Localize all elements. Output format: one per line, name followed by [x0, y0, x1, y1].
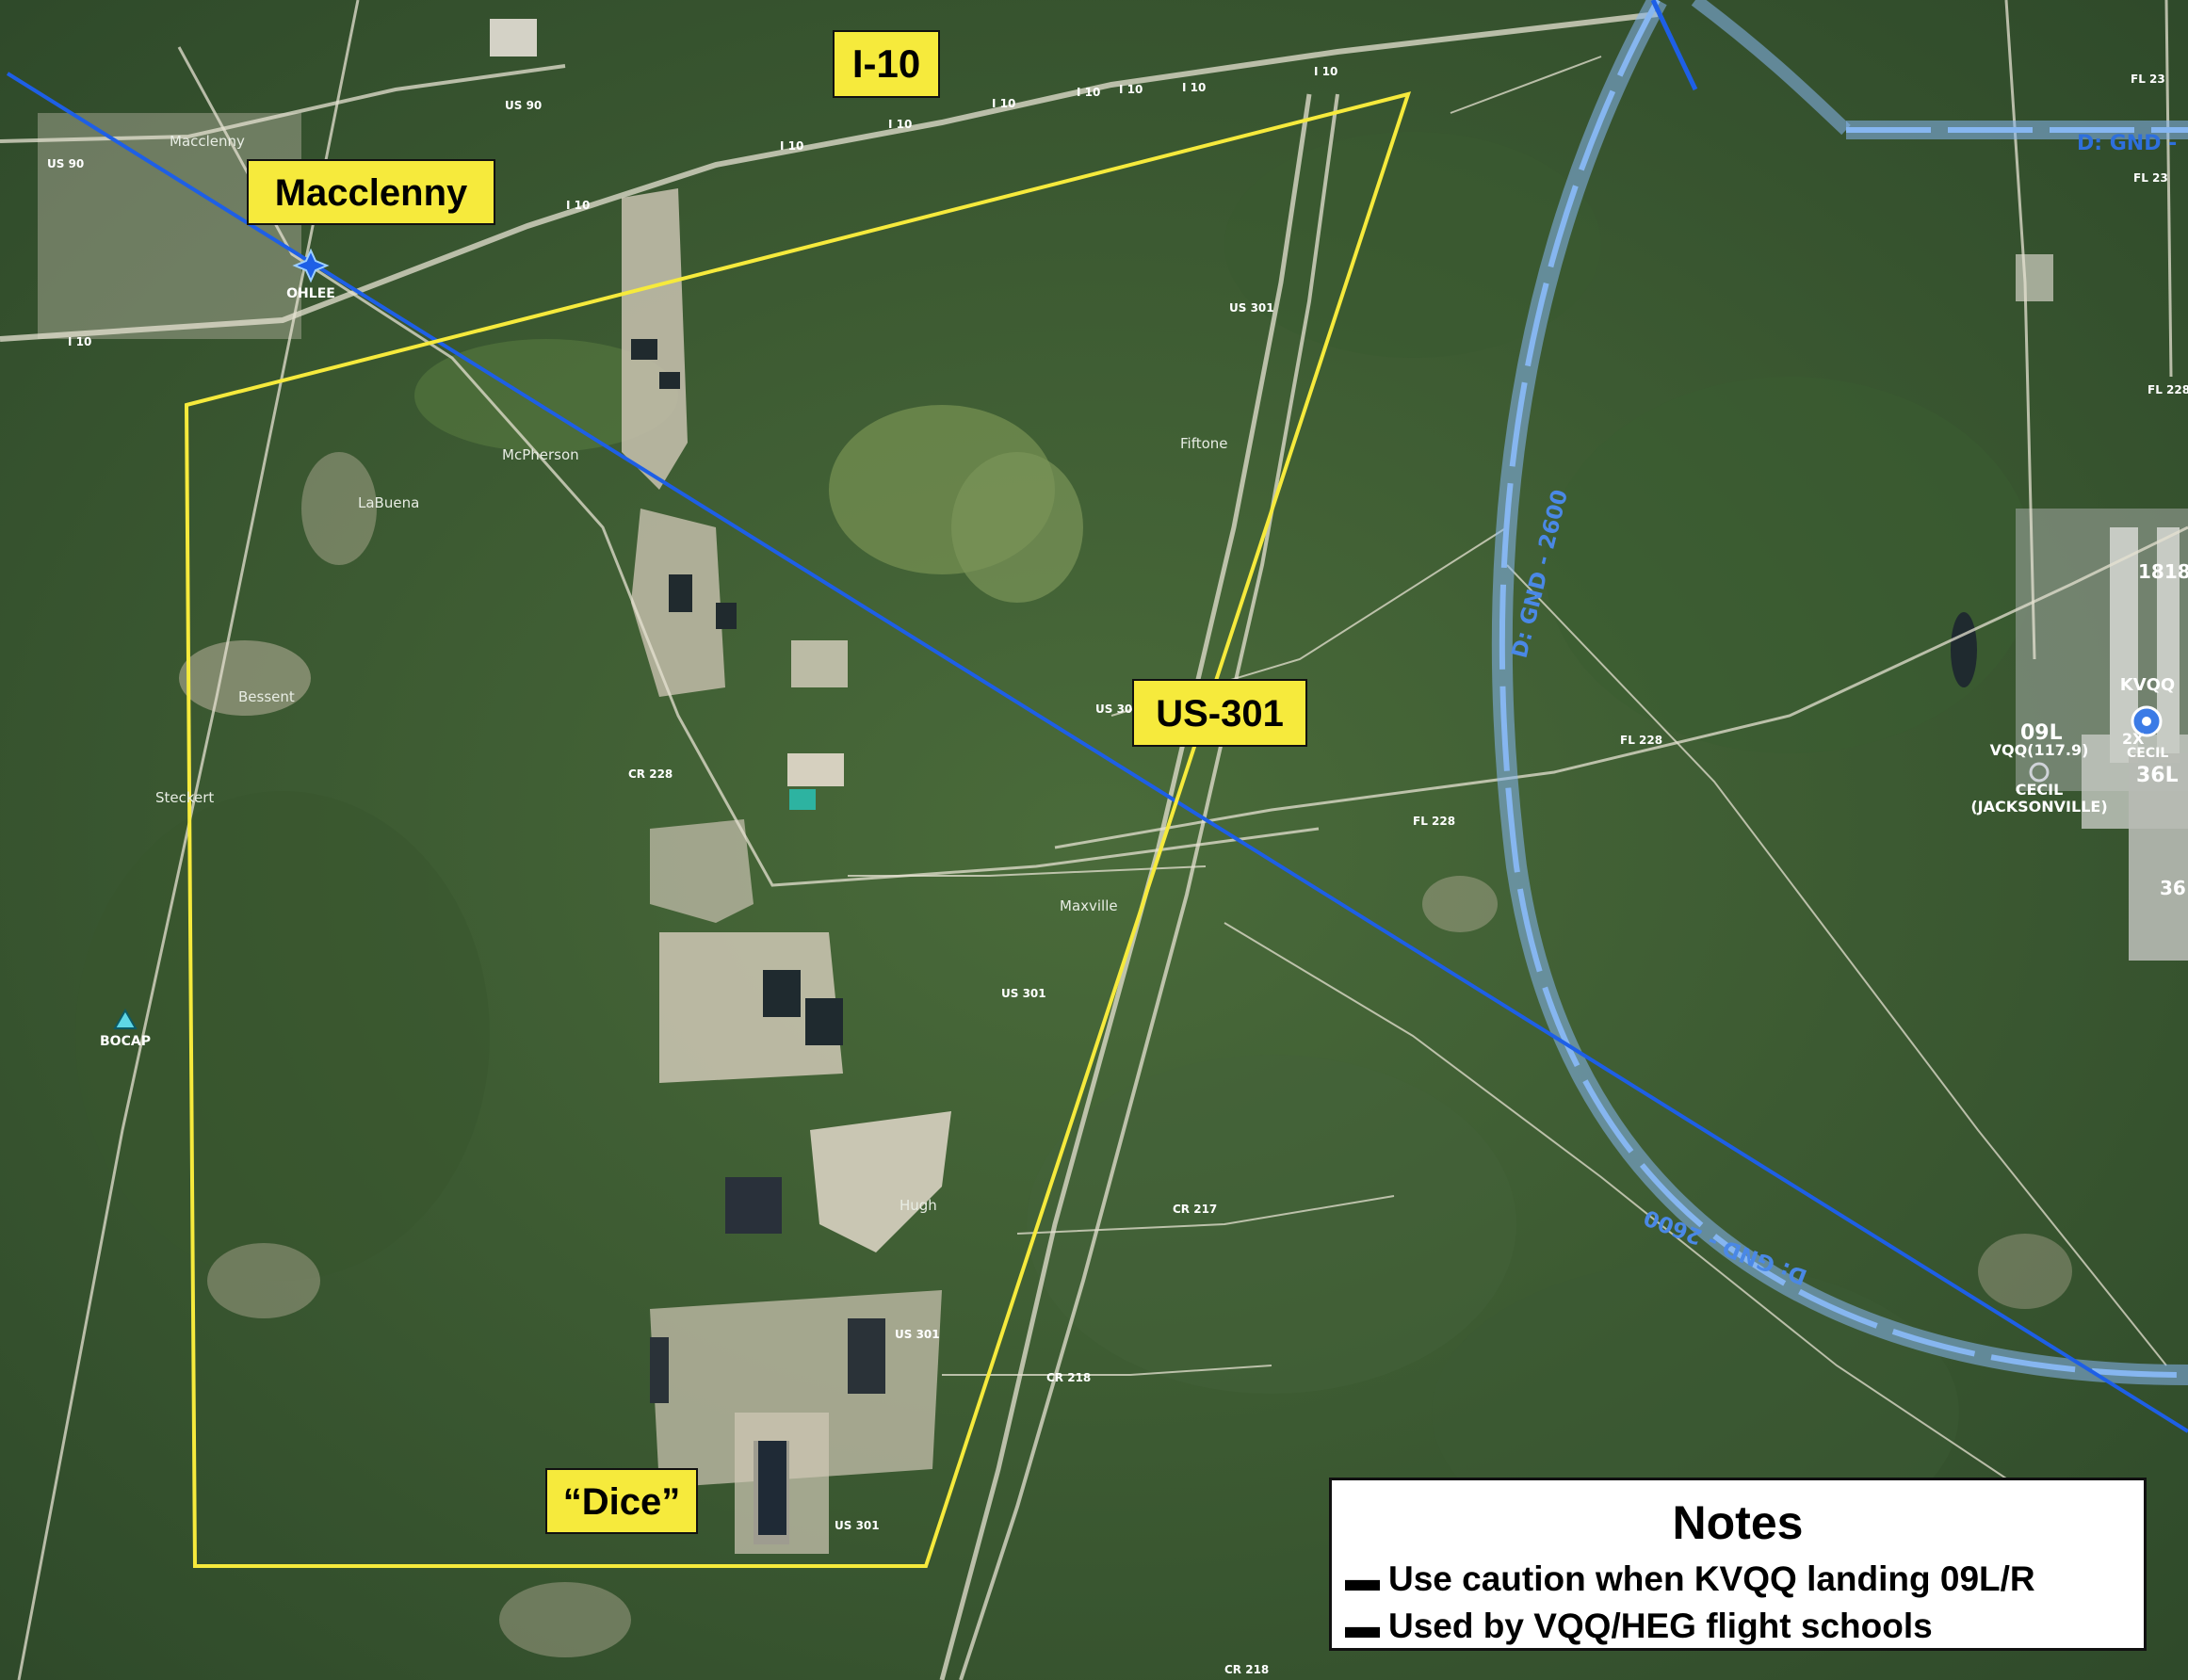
road-fl23: FL 23 — [2133, 171, 2168, 185]
airport-ctaf: 2X — [2122, 730, 2145, 748]
road-us301: US 301 — [1095, 703, 1141, 716]
class-d-airspace — [1491, 0, 2188, 1385]
place-fiftone: Fiftone — [1180, 435, 1228, 452]
road-fl228: FL 228 — [1620, 734, 1662, 747]
notes-title: Notes — [1672, 1496, 1804, 1549]
flight-route-line — [6, 72, 2188, 1433]
notes-item: ▬Used by VQQ/HEG flight schools — [1345, 1603, 2144, 1650]
callout-macclenny: Macclenny — [247, 159, 495, 225]
waypoint-label: BOCAP — [100, 1034, 151, 1049]
place-labels: Macclenny McPherson LaBuena Fiftone Bess… — [155, 133, 1228, 1214]
runway-36l: 36L — [2136, 764, 2179, 787]
callout-label: “Dice” — [563, 1481, 681, 1523]
notes-item-text: Use caution when KVQQ landing 09L/R — [1388, 1559, 2035, 1598]
waypoint-label: OHLEE — [286, 286, 335, 301]
waypoint-star-icon — [292, 248, 330, 283]
airport-cecil-area — [1951, 509, 2188, 961]
notes-item: ▬Use caution when KVQQ landing 09L/R — [1345, 1556, 2144, 1603]
road-i10: I 10 — [992, 97, 1015, 110]
road-cr218: CR 218 — [1046, 1371, 1091, 1384]
runway-top: 1818 — [2138, 560, 2188, 583]
airport-vor-freq: VQQ(117.9) — [1990, 741, 2089, 759]
place-maxville: Maxville — [1060, 897, 1118, 914]
road-us301: US 301 — [895, 1328, 940, 1341]
callout-us301: US-301 — [1132, 679, 1307, 747]
road-fl228: FL 228 — [1413, 815, 1455, 828]
callout-label: US-301 — [1156, 693, 1284, 735]
bullet-dash-icon: ▬ — [1345, 1607, 1380, 1645]
road-i10: I 10 — [1077, 86, 1100, 99]
road-us301: US 301 — [1229, 301, 1274, 315]
airport-cecil-short: CECIL — [2127, 746, 2168, 761]
mine-areas — [622, 188, 951, 1554]
callout-label: Macclenny — [275, 172, 468, 214]
airport-city: (JACKSONVILLE) — [1970, 798, 2107, 816]
road-us301: US 301 — [835, 1519, 880, 1532]
notes-panel: Notes ▬Use caution when KVQQ landing 09L… — [1329, 1478, 2147, 1651]
bullet-dash-icon: ▬ — [1345, 1559, 1380, 1598]
place-bessent: Bessent — [238, 688, 295, 705]
road-cr228: CR 228 — [628, 767, 673, 781]
road-labels: US 90 US 90 I 10 I 10 I 10 I 10 I 10 I 1… — [47, 65, 2188, 1676]
road-us90: US 90 — [505, 99, 542, 112]
callout-label: I-10 — [852, 41, 920, 86]
road-us90: US 90 — [47, 157, 84, 170]
road-cr217: CR 217 — [1173, 1203, 1217, 1216]
road-i10: I 10 — [1119, 83, 1143, 96]
road-i10: I 10 — [780, 139, 803, 153]
vor-icon — [2029, 762, 2050, 783]
place-steckert: Steckert — [155, 789, 214, 806]
waypoint-ohlee[interactable]: OHLEE — [286, 248, 335, 301]
place-hugh: Hugh — [900, 1197, 937, 1214]
road-i10: I 10 — [68, 335, 91, 348]
road-i10: I 10 — [1314, 65, 1337, 78]
airport-name: CECIL — [2016, 781, 2064, 799]
road-i10: I 10 — [1182, 81, 1206, 94]
callout-i10: I-10 — [833, 30, 940, 98]
airport-icon-center — [2142, 717, 2151, 726]
airspace-label-top: D: GND - — [2077, 132, 2177, 155]
airport-id: KVQQ — [2120, 675, 2175, 695]
place-mcpherson: McPherson — [502, 446, 579, 463]
road-cr218: CR 218 — [1224, 1663, 1269, 1676]
dice-practice-area[interactable] — [184, 91, 1412, 1568]
road-i10: I 10 — [888, 118, 912, 131]
road-fl23: FL 23 — [2131, 73, 2165, 86]
runway-09l: 09L — [2020, 721, 2063, 745]
notes-item-text: Used by VQQ/HEG flight schools — [1388, 1607, 1933, 1645]
road-us301: US 301 — [1001, 987, 1046, 1000]
road-i10: I 10 — [566, 199, 590, 212]
runway-36: 36 — [2160, 877, 2186, 899]
waypoint-triangle-icon — [113, 1009, 138, 1029]
place-labuena: LaBuena — [358, 494, 419, 511]
place-macclenny: Macclenny — [170, 133, 245, 150]
airport-cecil[interactable]: KVQQ VQQ(117.9) CECIL (JACKSONVILLE) 09L… — [1970, 560, 2188, 899]
notes-list: ▬Use caution when KVQQ landing 09L/R ▬Us… — [1332, 1556, 2144, 1650]
town-macclenny — [38, 19, 2053, 339]
road-fl228: FL 228 — [2147, 383, 2188, 396]
waypoint-bocap[interactable]: BOCAP — [100, 1009, 151, 1049]
callout-dice: “Dice” — [545, 1468, 698, 1534]
